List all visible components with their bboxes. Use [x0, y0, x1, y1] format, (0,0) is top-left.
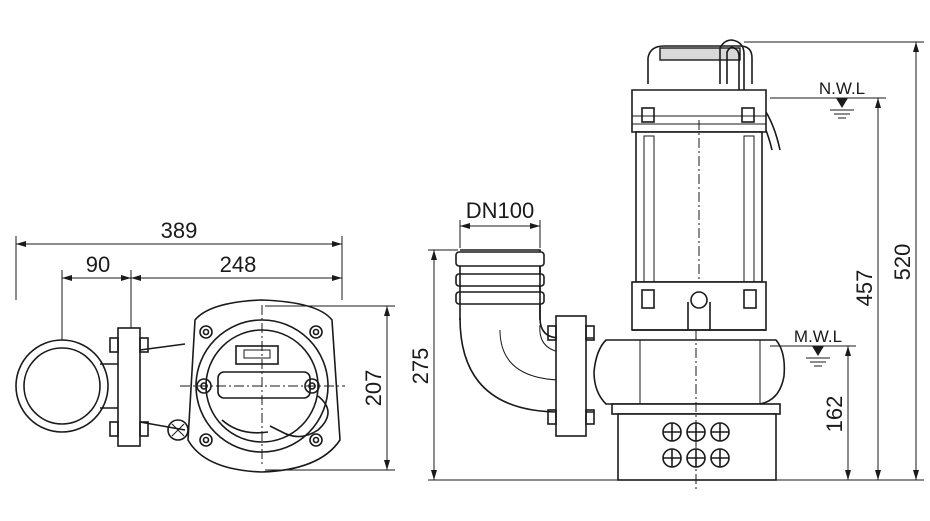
nwl-marker: N.W.L: [819, 79, 865, 119]
dim-275: 275: [408, 249, 618, 481]
lift-handle: [647, 45, 753, 84]
dim-207-label: 207: [361, 370, 386, 407]
dim-162: 162: [770, 345, 856, 480]
dim-90-248: 90 248: [61, 252, 342, 340]
dim-389: 389: [15, 218, 343, 300]
dim-520-label: 520: [890, 244, 915, 281]
motor-cap: [631, 89, 767, 133]
plan-flange: [117, 327, 141, 447]
terminal-box: [235, 345, 279, 365]
dim-275-label: 275: [408, 348, 433, 385]
elevation-view: DN100 275 520 457: [408, 39, 924, 490]
outlet-size-label: DN100: [466, 198, 534, 223]
pipe-ring-3: [455, 291, 545, 305]
dim-248-label: 248: [220, 252, 257, 277]
base-outline: [187, 299, 341, 473]
dim-457-label: 457: [852, 270, 877, 307]
plan-view: 389 90 248 207: [15, 218, 395, 473]
pipe-ring-2: [455, 273, 545, 287]
strainer-holes: [662, 422, 730, 468]
handle: [217, 371, 311, 399]
outlet-pipe-outer: [15, 339, 109, 433]
pump-volute: [593, 339, 786, 405]
dim-dn100: DN100: [459, 198, 541, 248]
dim-162-label: 162: [822, 396, 847, 433]
dim-389-label: 389: [161, 218, 198, 243]
dim-457: 457: [770, 97, 886, 480]
mwl-marker: M.W.L: [794, 327, 842, 367]
elbow-flange: [555, 315, 587, 437]
dim-90-label: 90: [86, 252, 110, 277]
nwl-label: N.W.L: [819, 79, 865, 98]
cable: [269, 395, 329, 438]
pipe-ring-1: [455, 251, 545, 267]
outlet-pipe-inner: [23, 347, 101, 425]
dim-207: 207: [265, 305, 395, 471]
stand: [617, 413, 777, 481]
mwl-label: M.W.L: [794, 327, 842, 346]
bolts: [196, 325, 323, 447]
dim-520: 520: [744, 41, 924, 481]
